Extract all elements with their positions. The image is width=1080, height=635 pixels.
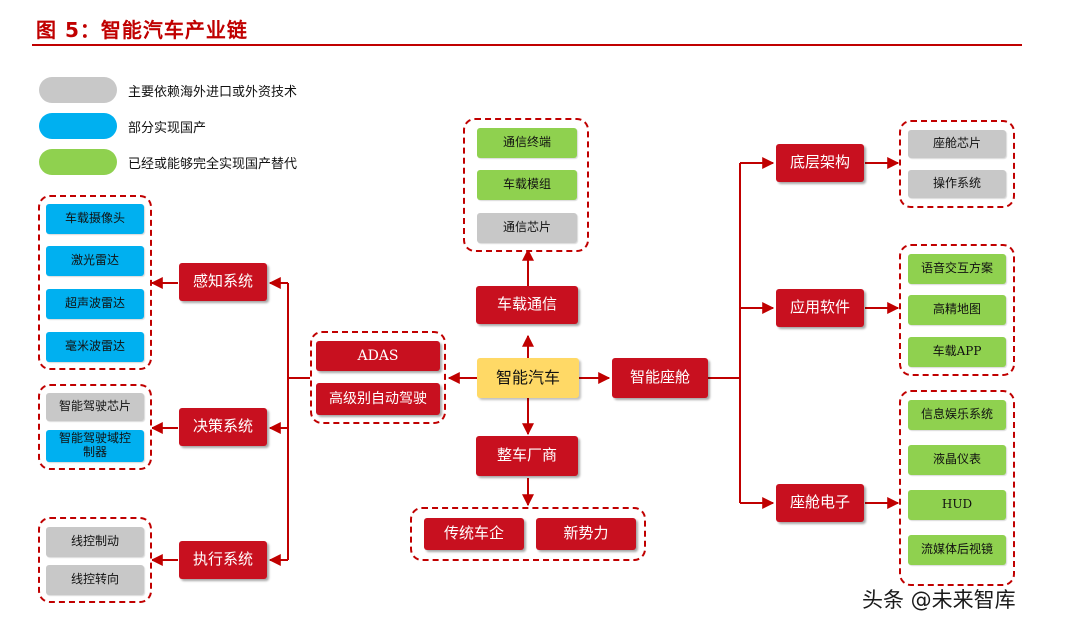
cockpit-electronics-item: 液晶仪表 xyxy=(908,445,1006,475)
app-software-item: 车载APP xyxy=(908,337,1006,367)
telecom-item: 通信芯片 xyxy=(477,213,577,243)
figure-title: 图 5：智能汽车产业链 xyxy=(36,18,248,42)
cockpit-electronics-items-group: 信息娱乐系统 液晶仪表 HUD 流媒体后视镜 xyxy=(899,390,1015,586)
oem-item: 新势力 xyxy=(536,518,636,550)
app-software-item: 高精地图 xyxy=(908,295,1006,325)
app-software-item: 语音交互方案 xyxy=(908,254,1006,284)
system-node-perception: 感知系统 xyxy=(179,263,267,301)
system-node-execution: 执行系统 xyxy=(179,541,267,579)
legend-swatch-green xyxy=(39,149,117,175)
oem-hub: 整车厂商 xyxy=(476,436,578,476)
system-node-cockpit-electronics: 座舱电子 xyxy=(776,484,864,522)
legend-label: 主要依赖海外进口或外资技术 xyxy=(128,85,298,100)
perception-items-group: 车载摄像头 激光雷达 超声波雷达 毫米波雷达 xyxy=(38,195,152,370)
telecom-items-group: 通信终端 车载模组 通信芯片 xyxy=(463,118,589,252)
base-architecture-items-group: 座舱芯片 操作系统 xyxy=(899,120,1015,208)
perception-item: 车载摄像头 xyxy=(46,204,144,234)
decision-items-group: 智能驾驶芯片 智能驾驶域控制器 xyxy=(38,384,152,470)
decision-item: 智能驾驶域控制器 xyxy=(46,430,144,462)
oem-items-group: 传统车企 新势力 xyxy=(410,507,646,561)
cockpit-electronics-item: 信息娱乐系统 xyxy=(908,400,1006,430)
autodrive-node: 高级别自动驾驶 xyxy=(316,383,440,415)
title-divider xyxy=(32,44,1022,46)
cockpit-electronics-item: HUD xyxy=(908,490,1006,520)
perception-item: 超声波雷达 xyxy=(46,289,144,319)
system-node-app-software: 应用软件 xyxy=(776,289,864,327)
adas-node: ADAS xyxy=(316,341,440,371)
execution-item: 线控转向 xyxy=(46,565,144,595)
legend-swatch-blue xyxy=(39,113,117,139)
adas-group: ADAS 高级别自动驾驶 xyxy=(310,331,446,424)
telecom-item: 车载模组 xyxy=(477,170,577,200)
telecom-hub: 车载通信 xyxy=(476,286,578,324)
execution-items-group: 线控制动 线控转向 xyxy=(38,517,152,603)
decision-item: 智能驾驶芯片 xyxy=(46,393,144,421)
telecom-item: 通信终端 xyxy=(477,128,577,158)
cockpit-electronics-item: 流媒体后视镜 xyxy=(908,535,1006,565)
legend-label: 已经或能够完全实现国产替代 xyxy=(128,157,298,172)
execution-item: 线控制动 xyxy=(46,527,144,557)
watermark: 头条 @未来智库 xyxy=(862,588,1016,612)
cockpit-hub: 智能座舱 xyxy=(612,358,708,398)
oem-item: 传统车企 xyxy=(424,518,524,550)
base-architecture-item: 座舱芯片 xyxy=(908,130,1006,158)
perception-item: 毫米波雷达 xyxy=(46,332,144,362)
app-software-items-group: 语音交互方案 高精地图 车载APP xyxy=(899,244,1015,376)
legend-swatch-gray xyxy=(39,77,117,103)
base-architecture-item: 操作系统 xyxy=(908,170,1006,198)
system-node-decision: 决策系统 xyxy=(179,408,267,446)
legend-label: 部分实现国产 xyxy=(128,121,207,136)
system-node-base-architecture: 底层架构 xyxy=(776,144,864,182)
center-node: 智能汽车 xyxy=(477,358,579,398)
perception-item: 激光雷达 xyxy=(46,246,144,276)
